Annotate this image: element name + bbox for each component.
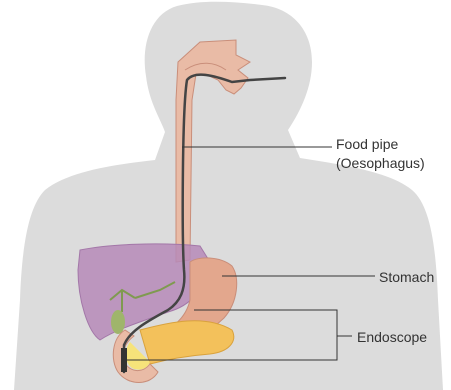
food-pipe-label: Food pipe (Oesophagus) (336, 135, 425, 173)
food-pipe-label-line1: Food pipe (336, 135, 425, 154)
endoscope-label: Endoscope (357, 328, 427, 347)
food-pipe-label-line2: (Oesophagus) (336, 154, 425, 173)
stomach-label: Stomach (379, 268, 434, 287)
gallbladder (111, 310, 125, 334)
